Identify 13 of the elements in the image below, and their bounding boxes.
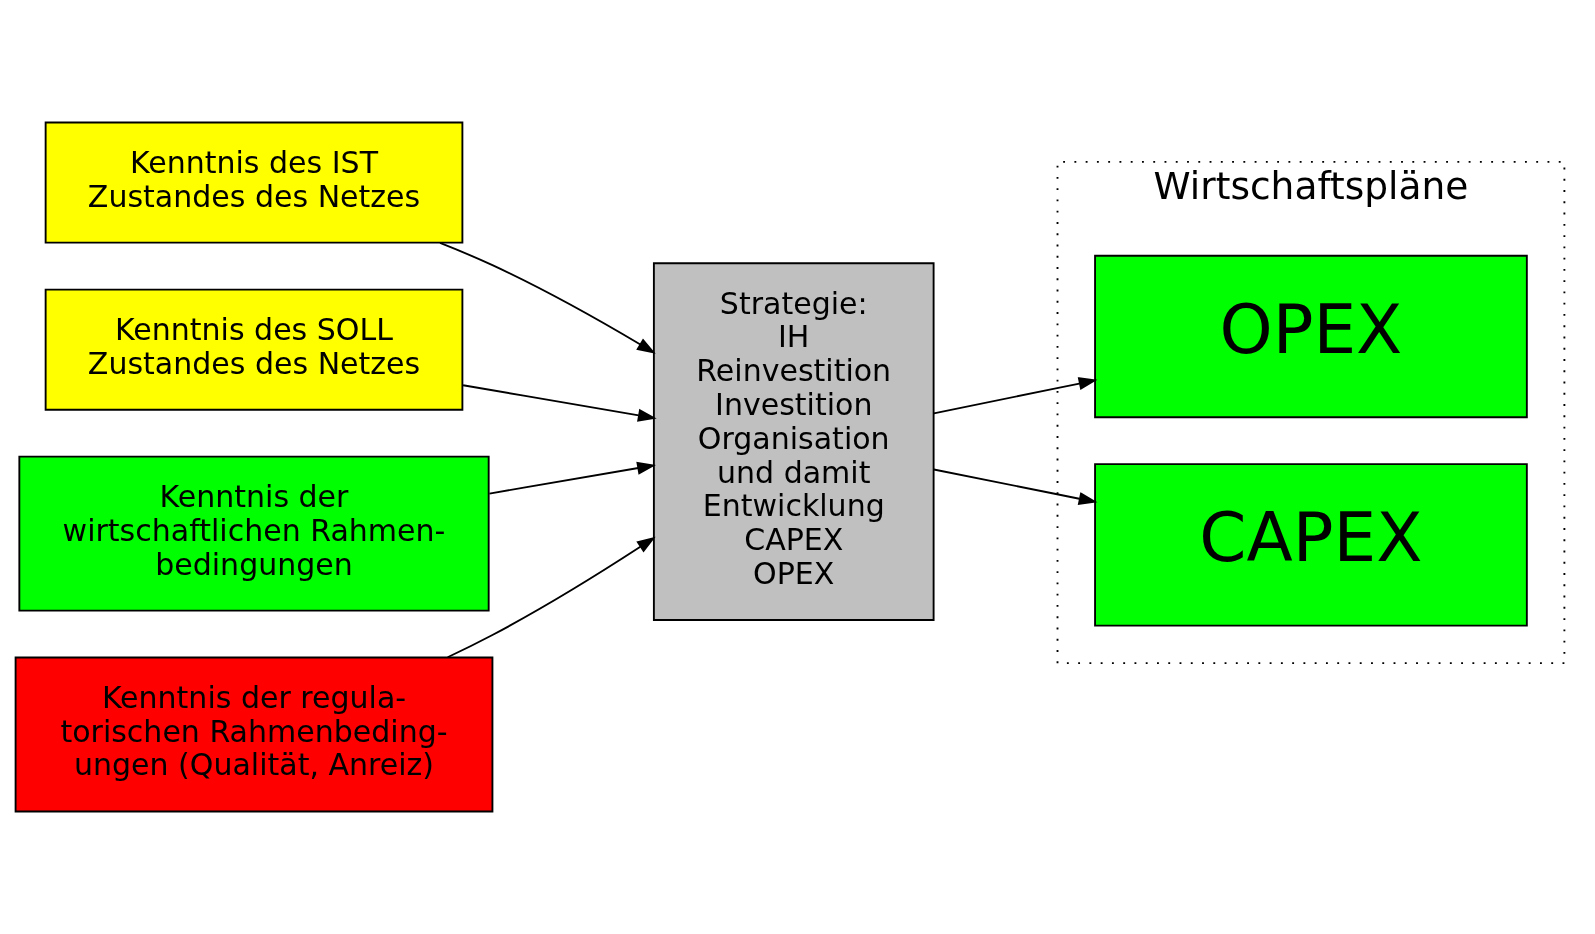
node-box: Kenntnis der wirtschaftlichen Rahmen- bedingungen <box>18 455 490 612</box>
node-box: Kenntnis des SOLL Zustandes des Netzes <box>44 288 464 411</box>
arrow <box>932 468 1098 506</box>
node-box: CAPEX <box>1094 463 1528 627</box>
node-box: Kenntnis des IST Zustandes des Netzes <box>44 121 464 244</box>
arrow <box>446 536 656 659</box>
arrow <box>462 384 657 422</box>
arrow <box>439 241 656 354</box>
node-box: Strategie: IH Reinvestition Investition Organisation und damit Entwicklung CAPEX OPEX <box>652 262 935 621</box>
node-box: OPEX <box>1094 254 1528 419</box>
node-box: Kenntnis der regula- torischen Rahmenbeding- ungen (Qualität, Anreiz) <box>14 656 494 813</box>
arrow <box>932 377 1098 415</box>
arrow <box>488 461 656 495</box>
